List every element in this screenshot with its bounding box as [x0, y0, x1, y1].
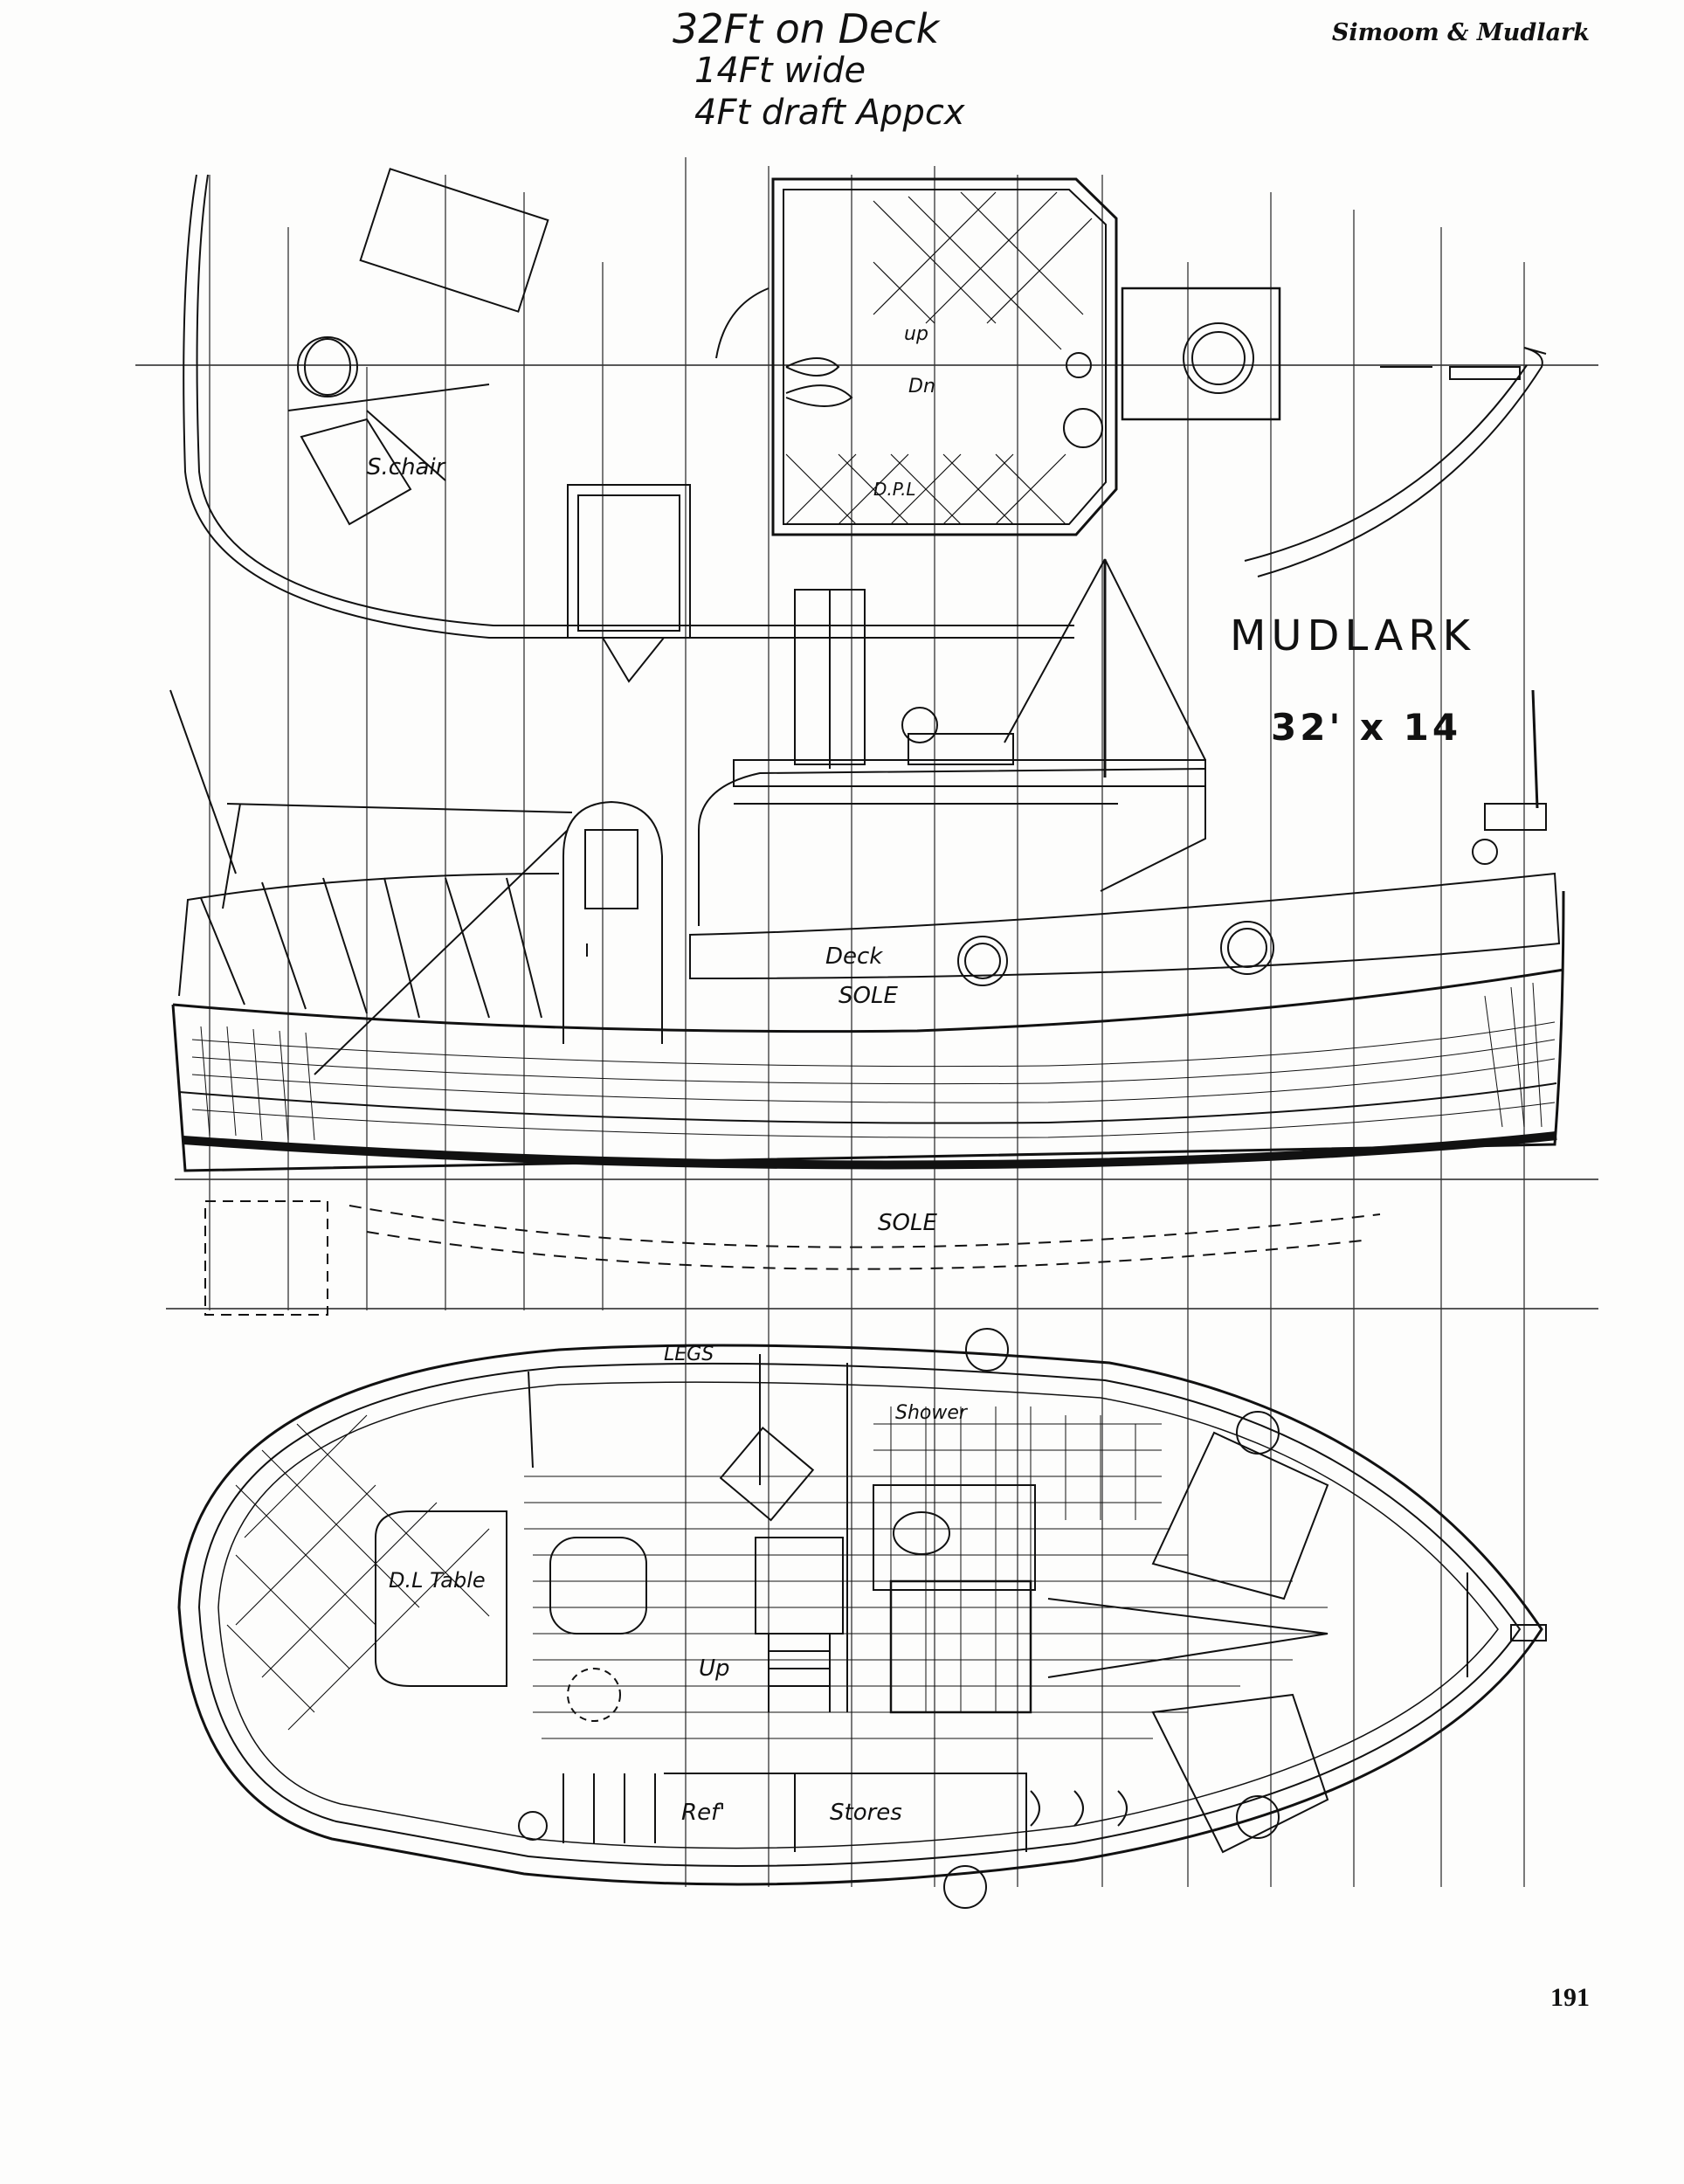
label-dpl: D.P.L [873, 479, 916, 500]
boat-name-label: MUDLARK [1230, 612, 1476, 660]
profile-view [170, 559, 1563, 1315]
handwritten-note-draft: 4Ft draft Appcx [694, 93, 965, 133]
label-shower: Shower [895, 1402, 967, 1424]
running-head: Simoom & Mudlark [1331, 19, 1590, 46]
deckhouse-hatching [786, 192, 1092, 524]
grid-horizontal-lines [135, 365, 1598, 1309]
label-chair: S.chair [367, 454, 445, 480]
label-ref: Ref' [681, 1800, 726, 1826]
shower-grid [873, 1406, 1162, 1712]
label-table: D.L Table [389, 1568, 486, 1593]
deck-plan-view [183, 169, 1546, 681]
handwritten-note-width: 14Ft wide [694, 51, 866, 91]
label-up-top: up [904, 323, 928, 345]
handwritten-note-length: 32Ft on Deck [673, 5, 940, 52]
label-deck: Deck [825, 943, 883, 970]
label-legs: LEGS [664, 1344, 714, 1365]
accommodation-plan-view [179, 1329, 1546, 1908]
label-sole-upper: SOLE [839, 983, 898, 1009]
label-dn: Dn [908, 376, 935, 397]
label-sole-lower: SOLE [878, 1210, 937, 1236]
label-stores: Stores [830, 1800, 902, 1826]
hull-planking [192, 983, 1555, 1140]
page-number: 191 [1550, 1983, 1590, 2012]
settee-hatching [227, 1415, 489, 1730]
boat-dimensions-label: 32' x 14 [1271, 706, 1462, 749]
label-up-lower: Up [699, 1655, 730, 1682]
